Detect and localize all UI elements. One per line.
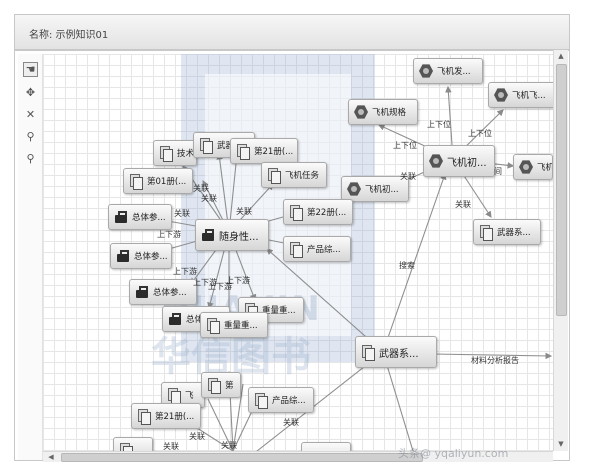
graph-toolbar: ☚ ✥ ✕ ⚲ ⚲ xyxy=(18,54,43,460)
edge-label: 关联 xyxy=(174,209,190,218)
document-node-icon xyxy=(206,318,220,334)
graph-node[interactable]: 总体参... xyxy=(108,204,172,230)
briefcase-node-icon xyxy=(116,249,130,263)
graph-node[interactable] xyxy=(301,442,351,451)
hex-node-icon xyxy=(354,105,368,119)
hex-node-icon xyxy=(419,64,433,78)
graph-node[interactable]: 产品综... xyxy=(283,236,351,262)
graph-node[interactable]: 第21册(... xyxy=(131,403,201,429)
document-node-icon xyxy=(129,174,143,190)
edge-label: 关联 xyxy=(221,441,237,450)
edge-label: 关联 xyxy=(193,184,209,193)
vertical-scroll-thumb[interactable] xyxy=(556,64,567,316)
document-node-icon xyxy=(479,225,493,241)
graph-node[interactable]: 第21册(... xyxy=(230,138,298,164)
edge-label: 关联 xyxy=(455,200,471,209)
document-node-icon xyxy=(167,388,181,404)
edge xyxy=(432,352,553,360)
select-hand-icon[interactable]: ☚ xyxy=(23,62,38,77)
edge-label: 关联 xyxy=(189,432,205,441)
edge-label: 上下游 xyxy=(208,282,232,291)
graph-node[interactable]: 总体参... xyxy=(129,279,197,305)
scroll-down-icon[interactable]: ▼ xyxy=(558,440,564,448)
scroll-up-icon[interactable]: ▲ xyxy=(558,52,564,60)
edge xyxy=(382,351,414,451)
graph-node[interactable]: 飞机任务 xyxy=(261,162,327,188)
site-watermark: 头条@ yqaliyun.com xyxy=(398,447,509,460)
graph-node[interactable]: 飞机初... xyxy=(341,176,409,202)
hex-node-icon xyxy=(519,160,533,174)
graph-node[interactable]: 总体参... xyxy=(110,243,172,269)
zoom-out-icon[interactable]: ⚲ xyxy=(26,152,35,165)
document-node-icon xyxy=(289,242,303,258)
graph-node[interactable]: 随身性... xyxy=(195,219,269,251)
edge-label: 间 xyxy=(494,167,502,176)
horizontal-scrollbar[interactable]: ◀ xyxy=(43,451,553,462)
graph-node[interactable]: 飞机飞... xyxy=(488,82,553,108)
graph-node[interactable]: 重量重... xyxy=(200,312,268,338)
edge-label: 上下位 xyxy=(468,129,492,138)
header-bar: 名称: 示例知识01 xyxy=(14,14,570,50)
document-node-icon xyxy=(267,168,281,184)
edge xyxy=(266,248,384,353)
hex-node-icon xyxy=(429,154,443,168)
edge-label: 上下游 xyxy=(226,276,250,285)
vertical-scrollbar[interactable]: ▲ ▼ xyxy=(553,50,568,451)
briefcase-node-icon xyxy=(201,228,215,242)
edge-label: 上下位 xyxy=(393,141,417,150)
briefcase-node-icon xyxy=(168,312,182,326)
graph-node[interactable]: 飞机发... xyxy=(413,58,483,84)
graph-node[interactable]: 武器系... xyxy=(473,219,541,245)
move-arrows-icon[interactable]: ✥ xyxy=(25,86,36,99)
briefcase-node-icon xyxy=(135,285,149,299)
edge-label: 材料分析报告 xyxy=(471,356,519,365)
graph-node[interactable]: 产品综... xyxy=(248,387,314,413)
edge-label: 搜索 xyxy=(399,261,415,270)
edge-label: 关联 xyxy=(400,172,416,181)
edge-label: 关联 xyxy=(201,194,217,203)
fit-view-icon[interactable]: ✕ xyxy=(25,108,36,121)
document-node-icon xyxy=(199,138,213,154)
horizontal-scroll-thumb[interactable] xyxy=(61,453,423,462)
graph-node[interactable]: 飞机初... xyxy=(423,145,495,177)
briefcase-node-icon xyxy=(114,210,128,224)
edge-label: 关联 xyxy=(283,418,299,427)
document-node-icon xyxy=(289,205,303,221)
scroll-left-icon[interactable]: ◀ xyxy=(48,453,54,461)
document-node-icon xyxy=(236,144,250,160)
edge xyxy=(232,383,244,451)
hex-node-icon xyxy=(494,88,508,102)
graph-canvas[interactable]: HUAXIN 华信图书 xyxy=(43,54,553,451)
edge xyxy=(382,172,447,353)
edge xyxy=(232,408,254,451)
graph-node[interactable]: 第 xyxy=(201,372,241,398)
graph-node[interactable]: 武器系... xyxy=(355,336,437,368)
document-node-icon xyxy=(361,345,375,361)
graph-node[interactable] xyxy=(113,437,153,451)
zoom-in-icon[interactable]: ⚲ xyxy=(26,130,35,143)
edge-label: 关联 xyxy=(236,207,252,216)
document-node-icon xyxy=(254,393,268,409)
document-node-icon xyxy=(119,443,133,451)
document-node-icon xyxy=(207,378,221,394)
hex-node-icon xyxy=(347,182,361,196)
document-node-icon xyxy=(159,146,173,162)
edge xyxy=(256,351,384,451)
graph-node[interactable]: 飞机规格 xyxy=(348,99,418,125)
document-node-icon xyxy=(137,409,151,425)
edge-label: 上下位 xyxy=(427,120,451,129)
edge-label: 关联 xyxy=(163,442,179,451)
edge xyxy=(207,398,234,451)
graph-node[interactable]: 飞机 xyxy=(513,154,553,180)
knowledge-name-label: 名称: 示例知识01 xyxy=(29,30,109,41)
edge-label: 上下游 xyxy=(173,267,197,276)
edge-label: 上下游 xyxy=(193,278,217,287)
graph-node[interactable]: 第01册(... xyxy=(123,168,193,194)
graph-node[interactable]: 第22册(... xyxy=(283,199,353,225)
graph-node[interactable]: 技术 xyxy=(153,140,197,166)
edge-label: 上下游 xyxy=(157,230,181,239)
